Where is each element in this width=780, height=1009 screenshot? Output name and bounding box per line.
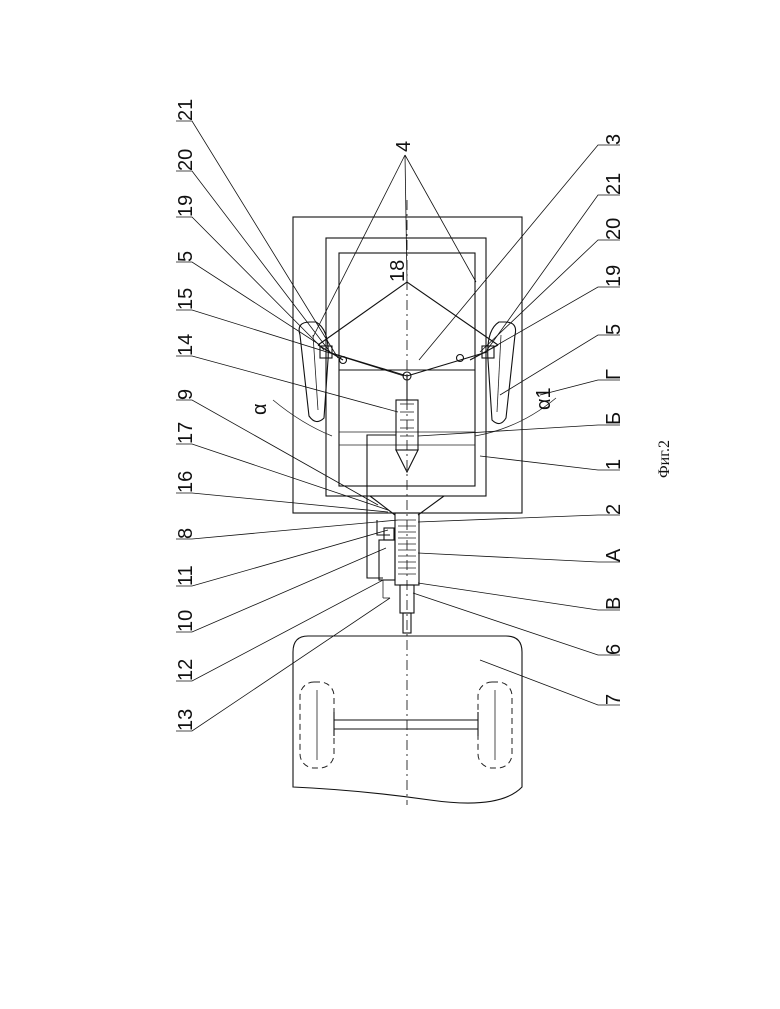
- label-16: 16: [175, 471, 197, 493]
- label-17: 17: [175, 422, 197, 444]
- angle-label-alpha: α: [249, 403, 271, 415]
- label-2: 2: [603, 504, 625, 515]
- label-V: В: [603, 597, 625, 610]
- label-18: 18: [387, 260, 409, 282]
- label-19-right: 19: [603, 265, 625, 287]
- label-21-right: 21: [603, 173, 625, 195]
- label-5-left: 5: [175, 251, 197, 262]
- label-10: 10: [175, 610, 197, 632]
- leader-lines-left: [176, 121, 404, 731]
- angle-label-alpha1: α1: [533, 387, 555, 410]
- label-21-left: 21: [175, 99, 197, 121]
- hydraulic-line: [367, 435, 396, 578]
- labels-left: 21 20 19 5 15 14 9 17 16 8 11 10 12 13: [175, 99, 197, 731]
- label-12: 12: [175, 659, 197, 681]
- label-20-right: 20: [603, 218, 625, 240]
- labels-right: 4 3 21 20 19 5 Г Б 1 2 А В 6 7: [393, 134, 625, 705]
- label-4: 4: [393, 141, 415, 152]
- label-A: А: [603, 548, 625, 562]
- leader-lines-4: [313, 155, 476, 337]
- front-wheel-left: [299, 322, 328, 422]
- label-19-left: 19: [175, 195, 197, 217]
- leader-lines-right: [413, 145, 620, 705]
- label-7: 7: [603, 694, 625, 705]
- figure-caption: Фиг.2: [656, 440, 673, 478]
- label-9: 9: [175, 389, 197, 400]
- steering-linkage: [318, 282, 498, 400]
- label-B-cyr: Б: [603, 412, 625, 425]
- label-8: 8: [175, 528, 197, 539]
- label-1: 1: [603, 459, 625, 470]
- label-G: Г: [603, 369, 625, 380]
- label-20-left: 20: [175, 149, 197, 171]
- label-13: 13: [175, 709, 197, 731]
- angle-arc-alpha: [273, 400, 332, 436]
- label-5-right: 5: [603, 324, 625, 335]
- label-3: 3: [603, 134, 625, 145]
- vehicle-body: [293, 636, 522, 803]
- label-6: 6: [603, 644, 625, 655]
- label-14: 14: [175, 334, 197, 356]
- label-11: 11: [175, 565, 197, 586]
- label-15: 15: [175, 288, 197, 310]
